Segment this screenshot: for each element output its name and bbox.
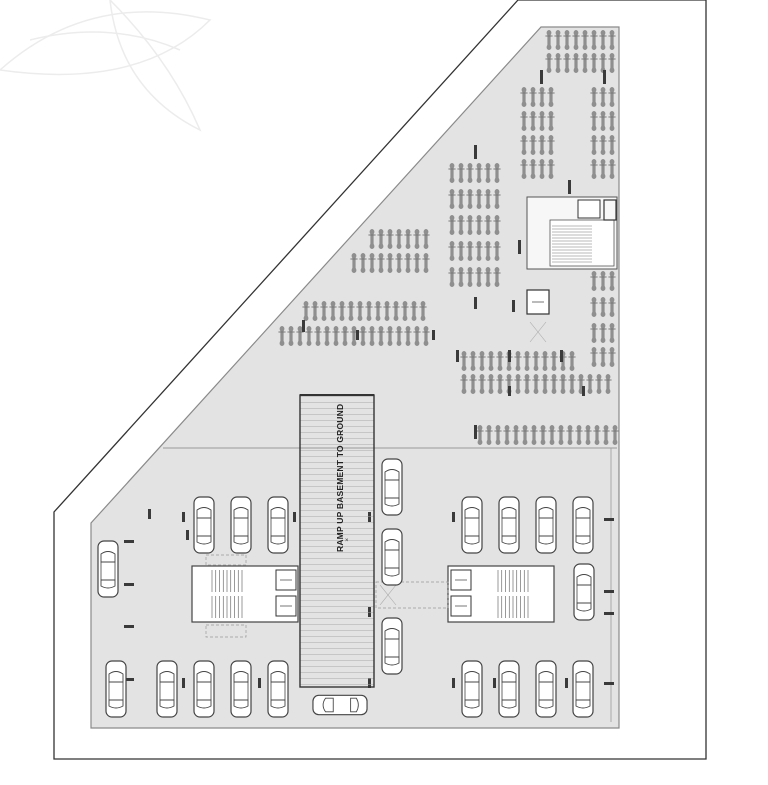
car-top-view-icon [156, 660, 178, 718]
column [124, 625, 134, 628]
column [356, 330, 359, 340]
column [182, 678, 185, 688]
column [124, 540, 134, 543]
column [568, 180, 571, 194]
column [582, 386, 585, 396]
car-top-view-icon [381, 458, 403, 516]
car-top-view-icon [193, 496, 215, 554]
column [148, 509, 151, 519]
car-top-view-icon [572, 660, 594, 718]
core-right [375, 565, 555, 623]
lift-shaft-icon [577, 199, 601, 219]
car-top-view-icon [535, 660, 557, 718]
car-top-view-icon [267, 660, 289, 718]
column [604, 682, 614, 685]
leaf-watermark-icon [0, 0, 212, 132]
column [474, 297, 477, 309]
ramp-marker: × [345, 538, 349, 544]
column [258, 678, 261, 688]
column [452, 512, 455, 522]
column [124, 583, 134, 586]
car-top-view-icon [312, 694, 368, 716]
car-top-view-icon [461, 660, 483, 718]
core-left [191, 554, 299, 638]
ramp-label: RAMP UP BASEMENT TO GROUND [335, 404, 345, 552]
car-top-view-icon [97, 540, 119, 598]
column [302, 320, 305, 332]
column [493, 678, 496, 688]
column [560, 350, 563, 362]
staircase-icon [549, 219, 615, 267]
core-top-right [526, 196, 618, 343]
car-top-view-icon [572, 496, 594, 554]
car-top-view-icon [535, 496, 557, 554]
column [508, 350, 511, 362]
column [182, 512, 185, 522]
column [565, 678, 568, 688]
car-top-view-icon [267, 496, 289, 554]
column [604, 612, 614, 615]
ramp-body [299, 394, 375, 688]
column [604, 518, 614, 521]
car-top-view-icon [573, 563, 595, 621]
car-top-view-icon [105, 660, 127, 718]
car-top-view-icon [381, 528, 403, 586]
ramp: RAMP UP BASEMENT TO GROUND × [299, 394, 375, 688]
car-top-view-icon [230, 496, 252, 554]
column [604, 590, 614, 593]
structural-columns [124, 70, 614, 688]
column [474, 145, 477, 159]
column [452, 678, 455, 688]
column [603, 70, 606, 84]
column [474, 425, 477, 439]
car-top-view-icon [193, 660, 215, 718]
column [540, 70, 543, 84]
column [518, 240, 521, 254]
column [124, 678, 134, 681]
column [186, 530, 189, 540]
column [508, 386, 511, 396]
car-top-view-icon [461, 496, 483, 554]
car-top-view-icon [230, 660, 252, 718]
car-top-view-icon [498, 660, 520, 718]
column [512, 300, 515, 312]
car-top-view-icon [498, 496, 520, 554]
column [432, 330, 435, 340]
column [293, 512, 296, 522]
car-top-view-icon [381, 617, 403, 675]
column [456, 350, 459, 362]
